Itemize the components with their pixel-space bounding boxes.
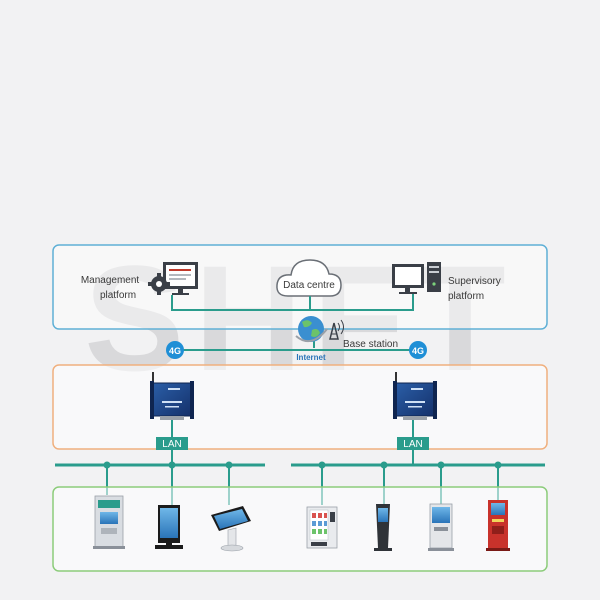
router-box bbox=[52, 364, 548, 450]
vending-machine-icon bbox=[306, 506, 338, 549]
internet-label: Internet bbox=[296, 353, 326, 362]
globe-icon bbox=[295, 316, 328, 343]
floor-display-icon bbox=[155, 505, 183, 549]
supervisory-label-line2: platform bbox=[448, 291, 484, 302]
cloud-icon bbox=[276, 259, 342, 297]
antenna-icon bbox=[329, 319, 344, 340]
supervisory-computer-icon bbox=[392, 262, 441, 294]
lan-badge-right: LAN bbox=[397, 437, 429, 450]
management-label-line1: Management bbox=[81, 275, 140, 286]
management-label-line2: platform bbox=[100, 290, 136, 301]
4g-badge-right: 4G bbox=[409, 341, 427, 359]
base-station-label: Base station bbox=[343, 339, 398, 350]
router-device-right bbox=[393, 372, 437, 420]
supervisory-label-line1: Supervisory bbox=[448, 276, 501, 287]
router-device-left bbox=[150, 372, 194, 420]
terminal-box bbox=[52, 486, 548, 572]
ticket-kiosk-icon bbox=[486, 500, 510, 551]
gear-icon bbox=[148, 273, 170, 295]
self-service-kiosk-icon bbox=[428, 503, 454, 551]
4g-badge-left-text: 4G bbox=[169, 346, 181, 356]
4g-badge-left: 4G bbox=[166, 341, 184, 359]
lan-badge-left-text: LAN bbox=[162, 439, 181, 450]
slim-kiosk-icon bbox=[374, 504, 392, 551]
data-centre-label: Data centre bbox=[283, 280, 335, 291]
touch-table-icon bbox=[211, 506, 251, 552]
lan-badge-left: LAN bbox=[156, 437, 188, 450]
4g-badge-right-text: 4G bbox=[412, 346, 424, 356]
lan-badge-right-text: LAN bbox=[403, 439, 422, 450]
atm-icon bbox=[93, 495, 125, 549]
